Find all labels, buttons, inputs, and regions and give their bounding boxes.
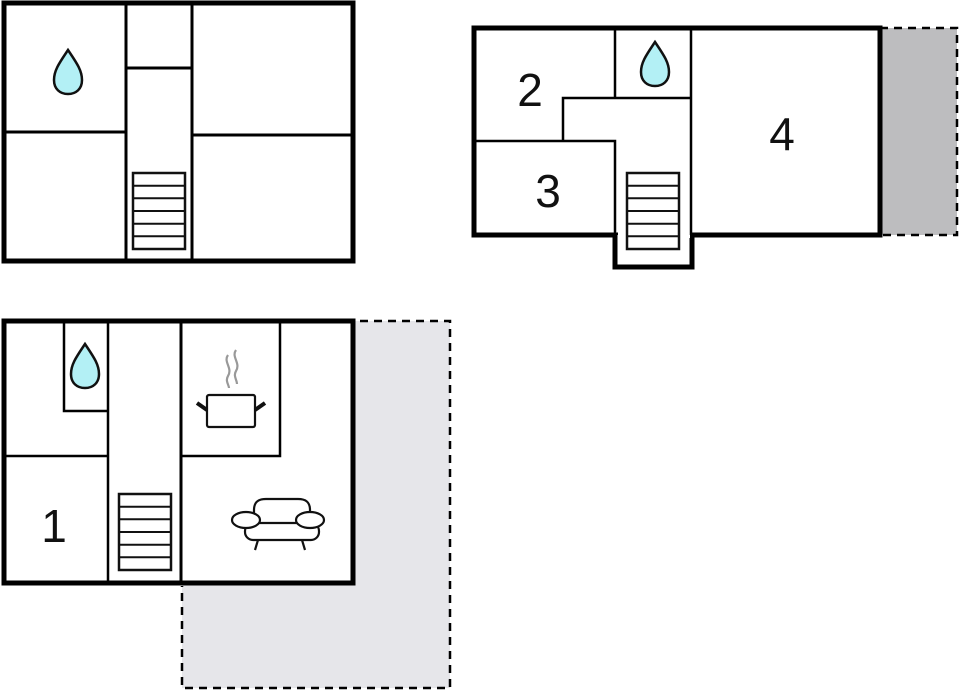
cooking-pot-icon xyxy=(195,349,267,429)
stairs-icon xyxy=(131,171,187,251)
room-label-3: 3 xyxy=(535,165,561,217)
room-label-2: 2 xyxy=(517,64,543,116)
terrace-dark xyxy=(880,28,957,235)
stairs-icon xyxy=(117,492,173,572)
room-label-4: 4 xyxy=(769,108,795,160)
room-label-1: 1 xyxy=(41,500,67,552)
terrace-light xyxy=(182,321,450,688)
floor-top-left xyxy=(1,0,356,264)
floor-top-right: 2 3 4 xyxy=(471,25,959,270)
floor-bottom: 1 xyxy=(1,318,452,690)
sofa-icon xyxy=(230,497,326,551)
stairs-icon xyxy=(625,171,681,251)
